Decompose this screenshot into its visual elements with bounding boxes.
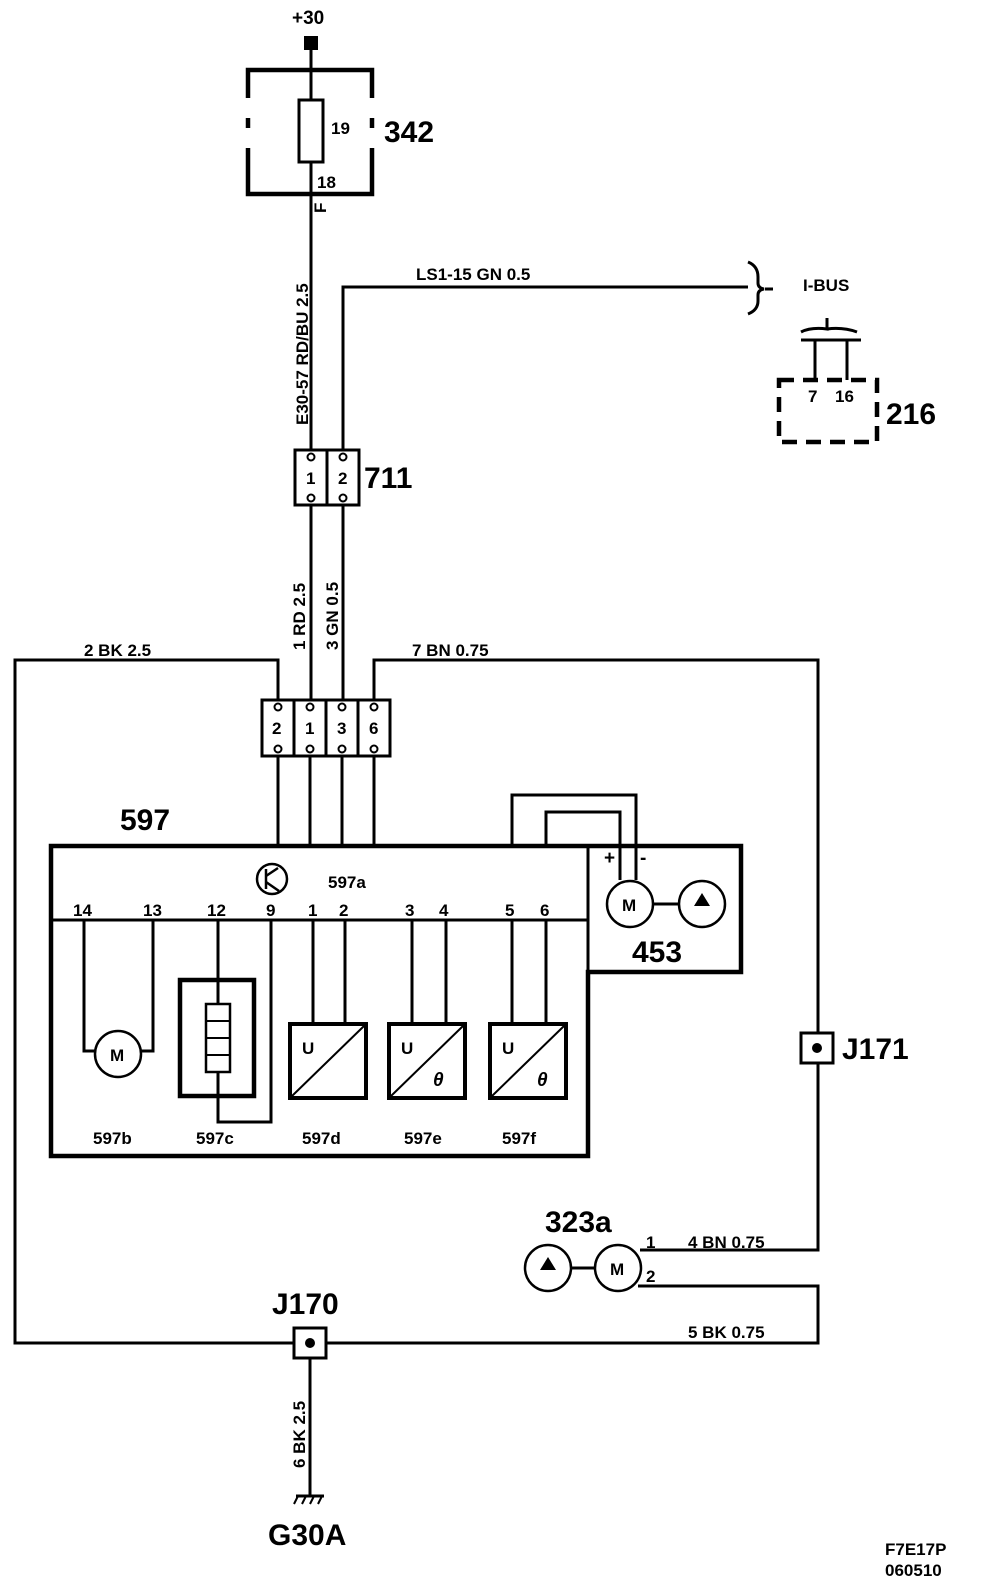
ground-id: G30A: [268, 1519, 346, 1552]
ground-icon: [293, 1494, 324, 1505]
unit453-plus: +: [604, 848, 615, 869]
ecu-pin-4: 4: [439, 901, 449, 920]
ecu-pin-14: 14: [73, 901, 92, 920]
597b-wire-14: [82, 920, 96, 1053]
wire-bk-left: [13, 658, 820, 1345]
pump323a-pin2: 2: [646, 1267, 655, 1286]
ecu-sub-a: 597a: [328, 873, 366, 892]
fuse-id: 342: [384, 116, 434, 149]
motor-597b-label: M: [110, 1046, 124, 1065]
ecu-pin-13: 13: [143, 901, 162, 920]
sensor-597f-theta: θ: [537, 1070, 548, 1091]
junction170-id: J170: [272, 1288, 339, 1321]
junction-171-dot: [812, 1043, 822, 1053]
ecu-pin-6: 6: [540, 901, 549, 920]
597b-wire-13: [141, 920, 155, 1053]
ecu-pin-1: 1: [308, 901, 317, 920]
ecu-pin-9: 9: [266, 901, 275, 920]
module216-pin-7: 7: [808, 387, 817, 406]
pump323a-id: 323a: [545, 1206, 612, 1239]
pump323a-motor: M: [610, 1260, 624, 1279]
block-597b: 597b: [93, 1129, 132, 1148]
597c-wire-9: [216, 920, 273, 1124]
conn711-id: 711: [364, 462, 412, 495]
footer-code: F7E17P: [885, 1540, 946, 1559]
wire-label-ls1: LS1-15 GN 0.5: [416, 265, 530, 284]
fuse-box-342: [245, 67, 375, 197]
supply-terminal: [304, 36, 318, 50]
sensor-597d-diag: [291, 1025, 365, 1097]
fuse-symbol: [297, 98, 325, 164]
conn597-pin-1: 1: [305, 719, 314, 738]
junction171-id: J171: [842, 1033, 909, 1066]
sensor-597e-diag: [390, 1025, 464, 1097]
wire-label-rd: 1 RD 2.5: [290, 583, 309, 650]
sensor-597f-diag: [491, 1025, 565, 1097]
wire-label-gn: 3 GN 0.5: [323, 582, 342, 650]
block-597c: 597c: [196, 1129, 234, 1148]
heater-element-icon: [204, 1002, 232, 1074]
junction-170-dot: [305, 1338, 315, 1348]
ecu-pin-5: 5: [505, 901, 514, 920]
sensor-597e-theta: θ: [433, 1070, 444, 1091]
conn597-pin-2: 2: [272, 719, 281, 738]
ecu-pin-12: 12: [207, 901, 226, 920]
unit453-minus: -: [640, 848, 646, 869]
supply-label: +30: [292, 8, 324, 29]
453-wire-outer: [510, 793, 638, 880]
module-216: [776, 377, 880, 445]
footer-date: 060510: [885, 1561, 942, 1580]
ecu-id: 597: [120, 804, 170, 837]
block-597d: 597d: [302, 1129, 341, 1148]
connector-597: [260, 698, 392, 758]
module216-id: 216: [886, 398, 936, 431]
wire-bn-top: [372, 658, 820, 1252]
connector-711: [293, 448, 361, 507]
wire-label-bk-pump: 5 BK 0.75: [688, 1323, 765, 1342]
conn711-pin-2: 2: [338, 469, 347, 488]
unit453-id: 453: [632, 936, 682, 969]
pump-453-arrow: [694, 893, 710, 906]
sensor-597f-u: U: [502, 1039, 514, 1058]
wire-label-bn-top: 7 BN 0.75: [412, 641, 489, 660]
fuse-number: 19: [331, 119, 350, 138]
ecu-pin-2: 2: [339, 901, 348, 920]
wire-label-bn-pump: 4 BN 0.75: [688, 1233, 765, 1252]
fuse-pin: 18: [317, 173, 336, 192]
transistor-icon: [255, 862, 289, 896]
pump-323a-arrow: [540, 1257, 556, 1270]
ibus-wire: [341, 285, 748, 450]
wire-label-ground: 6 BK 2.5: [290, 1401, 309, 1468]
wire-label-bk-left: 2 BK 2.5: [84, 641, 151, 660]
block-597f: 597f: [502, 1129, 536, 1148]
motor-icon-323a: [593, 1243, 643, 1293]
pump323a-pin1: 1: [646, 1233, 655, 1252]
ibus-label: I-BUS: [803, 276, 849, 295]
ibus-brace: [747, 260, 765, 316]
module216-pin-16: 16: [835, 387, 854, 406]
453-wire-inner: [544, 810, 622, 880]
ecu-pin-3: 3: [405, 901, 414, 920]
sensor-597e-u: U: [401, 1039, 413, 1058]
fuse-pin-letter: F: [311, 203, 330, 213]
sensor-597d-u: U: [302, 1039, 314, 1058]
ibus-brace-small: [800, 318, 858, 334]
motor-icon-597b: [93, 1029, 143, 1079]
conn597-pin-3: 3: [337, 719, 346, 738]
unit453-motor: M: [622, 896, 636, 915]
block-597e: 597e: [404, 1129, 442, 1148]
conn597-pin-6: 6: [369, 719, 378, 738]
conn711-pin-1: 1: [306, 469, 315, 488]
wire-label-supply-main: E30-57 RD/BU 2.5: [293, 283, 312, 425]
